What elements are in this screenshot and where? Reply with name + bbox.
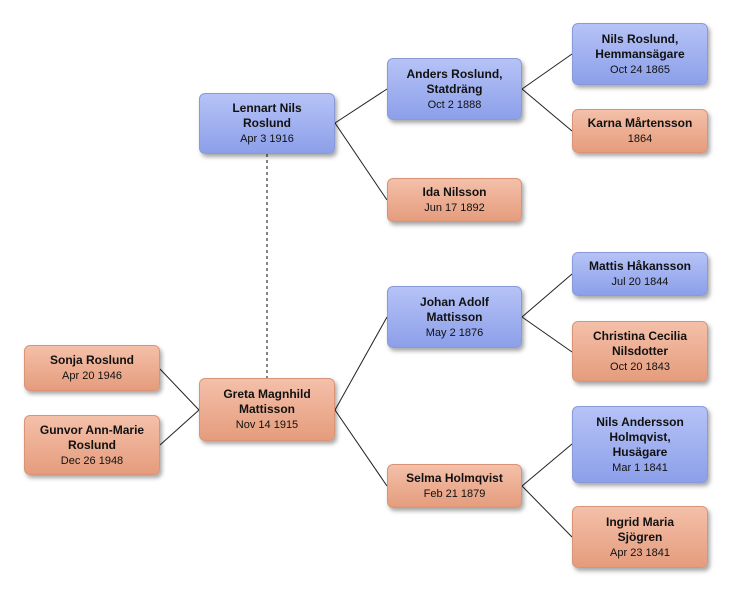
line-sonja-greta — [159, 368, 200, 411]
person-date: Oct 20 1843 — [610, 361, 670, 373]
person-christina-nilsdotter[interactable]: Christina Cecilia Nilsdotter Oct 20 1843 — [572, 321, 708, 382]
person-greta-mattisson[interactable]: Greta Magnhild Mattisson Nov 14 1915 — [199, 378, 335, 441]
line-greta-johan — [334, 316, 388, 411]
person-lennart-roslund[interactable]: Lennart Nils Roslund Apr 3 1916 — [199, 93, 335, 154]
person-ida-nilsson[interactable]: Ida Nilsson Jun 17 1892 — [387, 178, 522, 222]
person-date: Oct 24 1865 — [610, 63, 670, 76]
person-name: Gunvor Ann-Marie Roslund — [39, 422, 145, 452]
person-sonja-roslund[interactable]: Sonja Roslund Apr 20 1946 — [24, 345, 160, 391]
person-date: Apr 20 1946 — [62, 370, 122, 382]
line-greta-selma — [334, 409, 388, 487]
person-mattis-hakansson[interactable]: Mattis Håkansson Jul 20 1844 — [572, 252, 708, 296]
person-name: Ingrid Maria Sjögren — [605, 514, 674, 544]
person-name: Lennart Nils Roslund — [232, 101, 302, 130]
person-name: Sonja Roslund — [50, 353, 134, 367]
line-anders-karna — [521, 88, 573, 132]
person-name: Nils Roslund, Hemmansägare — [595, 31, 685, 61]
person-anders-roslund[interactable]: Anders Roslund, Statdräng Oct 2 1888 — [387, 58, 522, 120]
person-ingrid-sjogren[interactable]: Ingrid Maria Sjögren Apr 23 1841 — [572, 506, 708, 568]
line-selma-nils-a — [521, 443, 573, 487]
person-name: Mattis Håkansson — [588, 259, 692, 273]
person-date: Jun 17 1892 — [424, 202, 485, 214]
line-selma-ingrid — [521, 485, 573, 538]
person-name: Johan Adolf Mattisson — [420, 294, 489, 324]
person-date: May 2 1876 — [425, 326, 484, 339]
person-date: Dec 26 1948 — [60, 454, 124, 467]
person-name: Anders Roslund, Statdräng — [406, 66, 503, 96]
person-date: Apr 23 1841 — [610, 546, 670, 559]
person-date: Feb 21 1879 — [423, 488, 486, 500]
person-name: Selma Holmqvist — [406, 471, 503, 485]
person-date: 1864 — [627, 133, 653, 145]
person-name: Karna Mårtensson — [587, 116, 693, 130]
line-gunvor-greta — [159, 409, 200, 446]
person-date: Mar 1 1841 — [612, 461, 668, 474]
person-nils-roslund[interactable]: Nils Roslund, Hemmansägare Oct 24 1865 — [572, 23, 708, 85]
line-anders-nils-r — [521, 53, 573, 90]
person-johan-mattisson[interactable]: Johan Adolf Mattisson May 2 1876 — [387, 286, 522, 348]
line-lennart-ida — [334, 122, 388, 201]
person-name: Greta Magnhild Mattisson — [223, 387, 311, 416]
person-date: Oct 2 1888 — [427, 98, 482, 111]
line-johan-christina — [521, 316, 573, 353]
person-date: Jul 20 1844 — [611, 276, 669, 288]
person-date: Nov 14 1915 — [235, 419, 299, 431]
person-name: Ida Nilsson — [422, 185, 487, 199]
line-johan-mattis — [521, 273, 573, 318]
person-nils-holmqvist[interactable]: Nils Andersson Holmqvist, Husägare Mar 1… — [572, 406, 708, 483]
person-karna-martensson[interactable]: Karna Mårtensson 1864 — [572, 109, 708, 153]
person-gunvor-roslund[interactable]: Gunvor Ann-Marie Roslund Dec 26 1948 — [24, 415, 160, 475]
person-selma-holmqvist[interactable]: Selma Holmqvist Feb 21 1879 — [387, 464, 522, 508]
person-name: Christina Cecilia Nilsdotter — [592, 329, 688, 358]
line-lennart-anders — [334, 88, 388, 124]
person-date: Apr 3 1916 — [240, 133, 294, 145]
person-name: Nils Andersson Holmqvist, Husägare — [596, 414, 684, 459]
